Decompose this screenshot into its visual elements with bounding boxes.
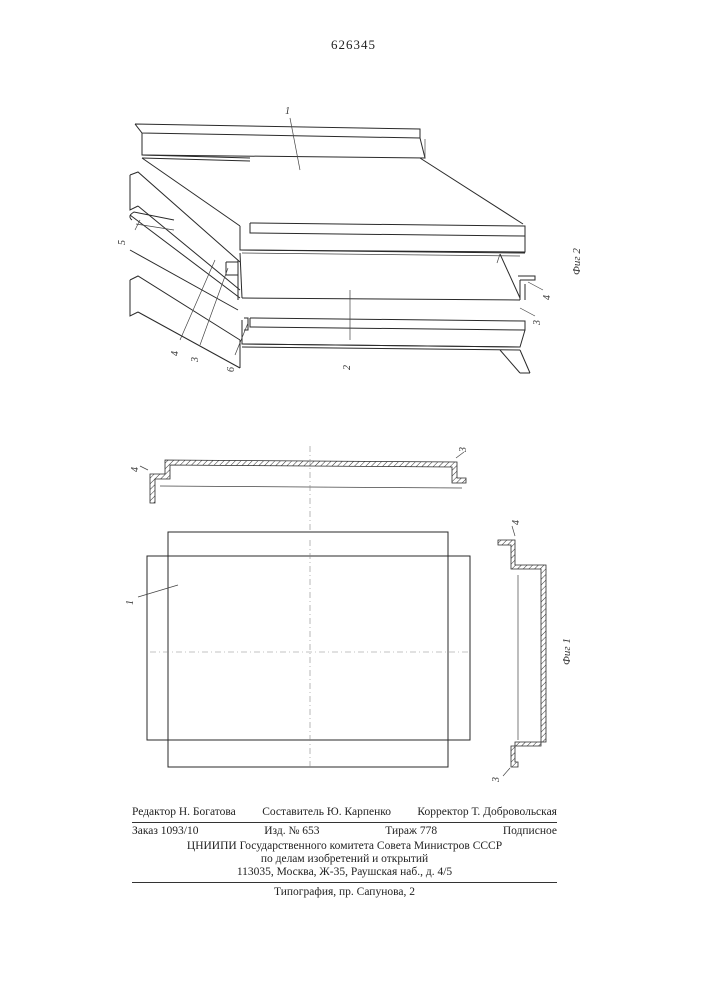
imprint-rule-top [132, 822, 557, 823]
imprint-staff-row: Редактор Н. Богатова Составитель Ю. Карп… [132, 806, 557, 818]
corrector-credit: Корректор Т. Добровольская [417, 806, 557, 818]
fig2-label-3-left: 3 [190, 357, 201, 363]
figure-2-perspective: 1 5 4 3 6 2 4 3 Фиг 2 [117, 106, 583, 373]
imprint-order-row: Заказ 1093/10 Изд. № 653 Тираж 778 Подпи… [132, 825, 557, 837]
fig2-label-2: 2 [342, 365, 353, 370]
technical-drawing: 1 5 4 3 6 2 4 3 Фиг 2 4 3 1 4 3 Фиг 1 [0, 0, 707, 800]
fig2-label-5: 5 [117, 240, 128, 245]
circulation: Тираж 778 [385, 825, 437, 837]
imprint-rule-bottom [132, 882, 557, 883]
fig2-label-3-right: 3 [532, 320, 543, 326]
publisher-address: 113035, Москва, Ж-35, Раушская наб., д. … [132, 866, 557, 879]
fig1-label-4-top: 4 [130, 467, 141, 472]
fig1-label-4-right: 4 [511, 520, 522, 525]
fig1-label-1: 1 [125, 600, 136, 605]
figure-1-sections: 4 3 1 4 3 Фиг 1 [125, 446, 573, 783]
plan-lower-sheet [147, 556, 470, 740]
printer-line: Типография, пр. Сапунова, 2 [132, 886, 557, 899]
subscription-note: Подписное [503, 825, 557, 837]
publisher-line-2: по делам изобретений и открытий [132, 853, 557, 866]
compiler-credit: Составитель Ю. Карпенко [262, 806, 391, 818]
publisher-line-1: ЦНИИПИ Государственного комитета Совета … [132, 840, 557, 853]
plan-upper-sheet [168, 532, 448, 767]
fig2-label-4-right: 4 [542, 295, 553, 300]
fig2-caption: Фиг 2 [571, 248, 583, 275]
editor-credit: Редактор Н. Богатова [132, 806, 236, 818]
fig2-label-4-left: 4 [170, 351, 181, 356]
publisher-block: ЦНИИПИ Государственного комитета Совета … [132, 840, 557, 879]
fig1-caption: Фиг 1 [561, 638, 573, 665]
fig2-label-1: 1 [285, 106, 290, 117]
fig1-label-3-right: 3 [491, 777, 502, 783]
order-number: Заказ 1093/10 [132, 825, 199, 837]
edition-number: Изд. № 653 [264, 825, 319, 837]
fig2-label-6: 6 [226, 367, 237, 372]
fig1-label-3-top: 3 [458, 447, 469, 453]
